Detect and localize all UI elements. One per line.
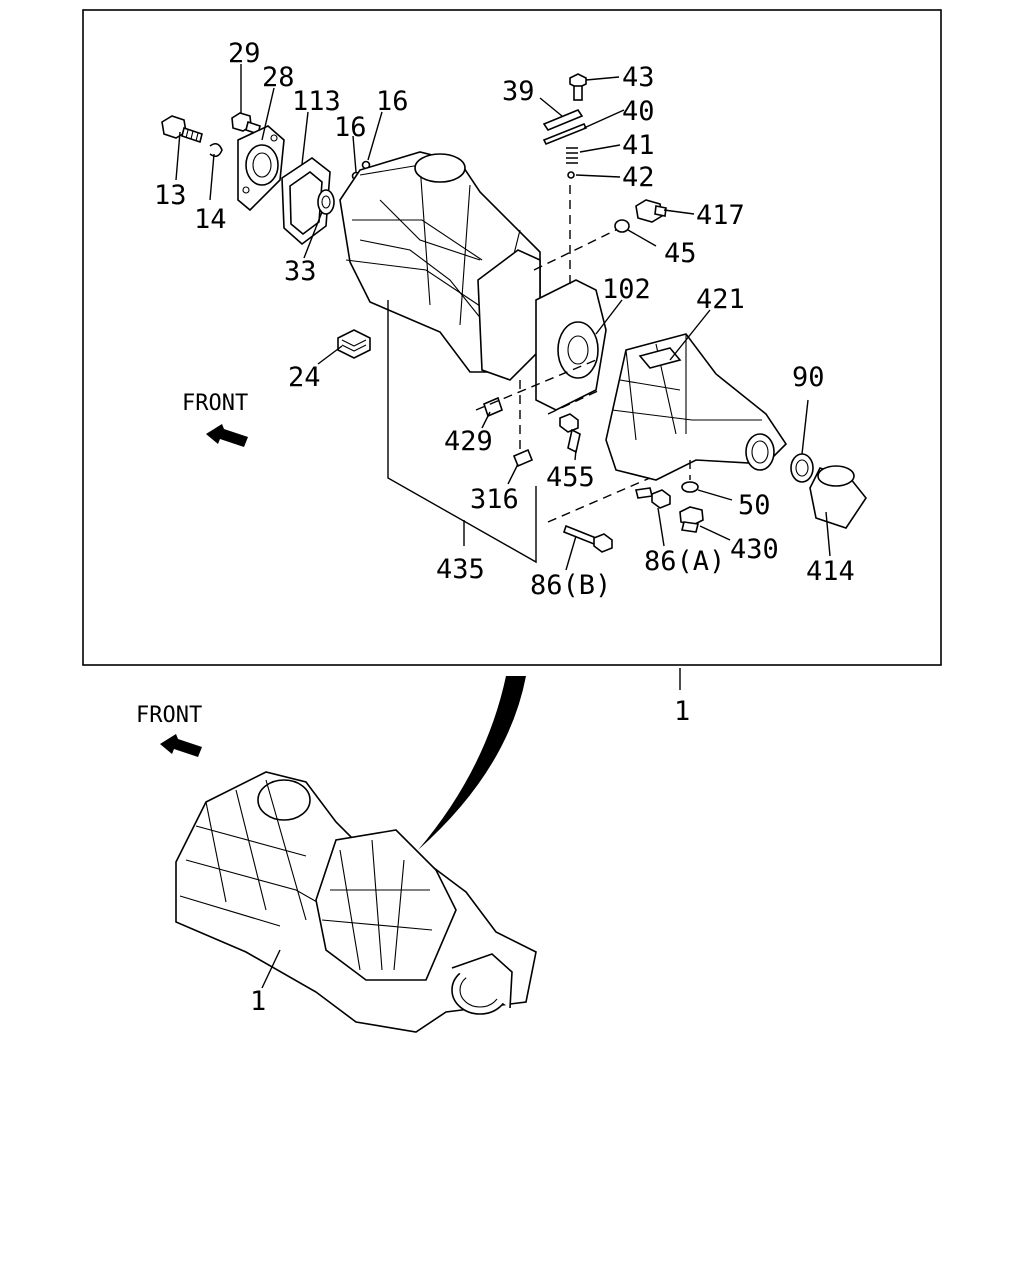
callout-14: 14 [194, 204, 227, 235]
callout-24: 24 [288, 362, 321, 393]
callout-labels: 29 28 113 16 16 13 14 33 24 39 43 40 41 … [154, 38, 855, 601]
part-40-rod [542, 122, 588, 146]
part-414-sleeve [809, 465, 867, 529]
assembly-callout-1: 1 [674, 696, 690, 727]
callout-42: 42 [622, 162, 655, 193]
callout-16b: 16 [376, 86, 409, 117]
callout-16a: 16 [334, 112, 367, 143]
callout-33: 33 [284, 256, 317, 287]
callout-13: 13 [154, 180, 187, 211]
part-45-o-ring [614, 219, 630, 233]
callout-421: 421 [696, 284, 745, 315]
dashed-alignment-lines [475, 185, 691, 523]
part-421-extension-housing [605, 333, 788, 481]
part-102-adapter-plate [535, 279, 607, 411]
callout-316: 316 [470, 484, 519, 515]
callout-113: 113 [292, 86, 341, 117]
callout-455: 455 [546, 462, 595, 493]
callout-50: 50 [738, 490, 771, 521]
part-430-plug [679, 506, 704, 533]
part-417-plug [635, 199, 667, 223]
part-42-ball [567, 171, 575, 179]
callout-429: 429 [444, 426, 493, 457]
part-86b-stud [563, 524, 613, 553]
assembly-callout-1-lower: 1 [250, 986, 266, 1017]
part-28-cover [237, 125, 285, 212]
part-50-o-ring [681, 481, 699, 493]
part-90-seal [790, 453, 814, 483]
callout-29: 29 [228, 38, 261, 69]
callout-435: 435 [436, 554, 485, 585]
part-435-transmission-case [339, 151, 541, 381]
part-86a-bolt [635, 487, 671, 509]
callout-41: 41 [622, 130, 655, 161]
callout-430: 430 [730, 534, 779, 565]
swoosh-arrow [418, 676, 526, 850]
front-arrow-icon [160, 734, 202, 757]
part-39-lever [542, 109, 584, 131]
front-label-lower: FRONT [136, 703, 202, 728]
assembled-transmission [175, 771, 537, 1033]
callout-417: 417 [696, 200, 745, 231]
leader-lines [175, 64, 831, 690]
callout-86b: 86(B) [530, 570, 611, 601]
callout-43: 43 [622, 62, 655, 93]
part-43-plug [569, 73, 587, 101]
callout-102: 102 [602, 274, 651, 305]
callout-28: 28 [262, 62, 295, 93]
part-429-pin [483, 396, 503, 418]
part-33-seal [317, 189, 335, 215]
part-24-bracket [337, 329, 371, 359]
leader-line-lower [261, 949, 281, 989]
callout-40: 40 [622, 96, 655, 127]
callout-39: 39 [502, 76, 535, 107]
part-316-key [512, 448, 534, 468]
part-41-spring [566, 147, 578, 164]
front-arrow-icon [206, 424, 248, 447]
front-label-upper: FRONT [182, 391, 248, 416]
callout-45: 45 [664, 238, 697, 269]
part-14-clip [209, 142, 223, 158]
callout-414: 414 [806, 556, 855, 587]
detail-frame [82, 9, 942, 666]
callout-86a: 86(A) [644, 546, 725, 577]
part-13-bolt [161, 115, 203, 144]
part-455-bolt [559, 413, 581, 454]
callout-90: 90 [792, 362, 825, 393]
